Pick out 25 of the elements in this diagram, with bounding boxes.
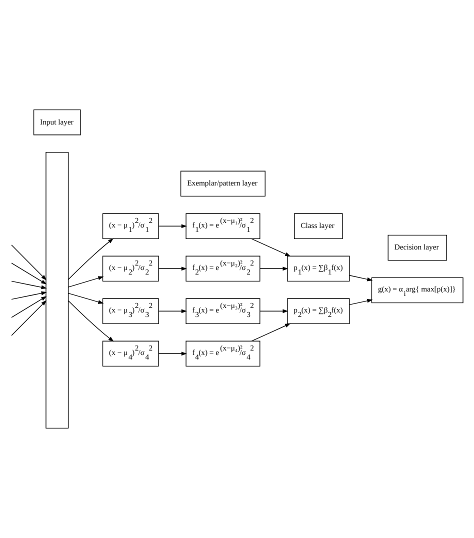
node-box: Decision layer — [388, 234, 447, 261]
arrow — [68, 293, 104, 304]
arrow — [260, 309, 288, 314]
arrow — [11, 296, 47, 318]
arrow — [11, 280, 47, 290]
node-box: Exemplar/pattern layer — [180, 170, 266, 197]
node-bar — [46, 152, 69, 429]
arrow — [11, 244, 47, 280]
arrow — [251, 323, 291, 342]
arrow — [11, 291, 47, 300]
arrow — [349, 298, 373, 305]
arrow — [158, 352, 187, 356]
arrow — [11, 262, 47, 284]
arrow — [349, 275, 373, 282]
arrow — [158, 309, 187, 314]
node-box: Input layer — [33, 109, 81, 136]
arrow — [158, 266, 187, 271]
arrow — [68, 300, 114, 342]
arrow — [251, 238, 291, 256]
arrow — [68, 276, 104, 288]
arrow — [260, 266, 288, 271]
node-box: Class layer — [294, 213, 343, 240]
arrow — [11, 300, 47, 336]
arrow — [68, 238, 114, 280]
arrow — [158, 224, 187, 228]
